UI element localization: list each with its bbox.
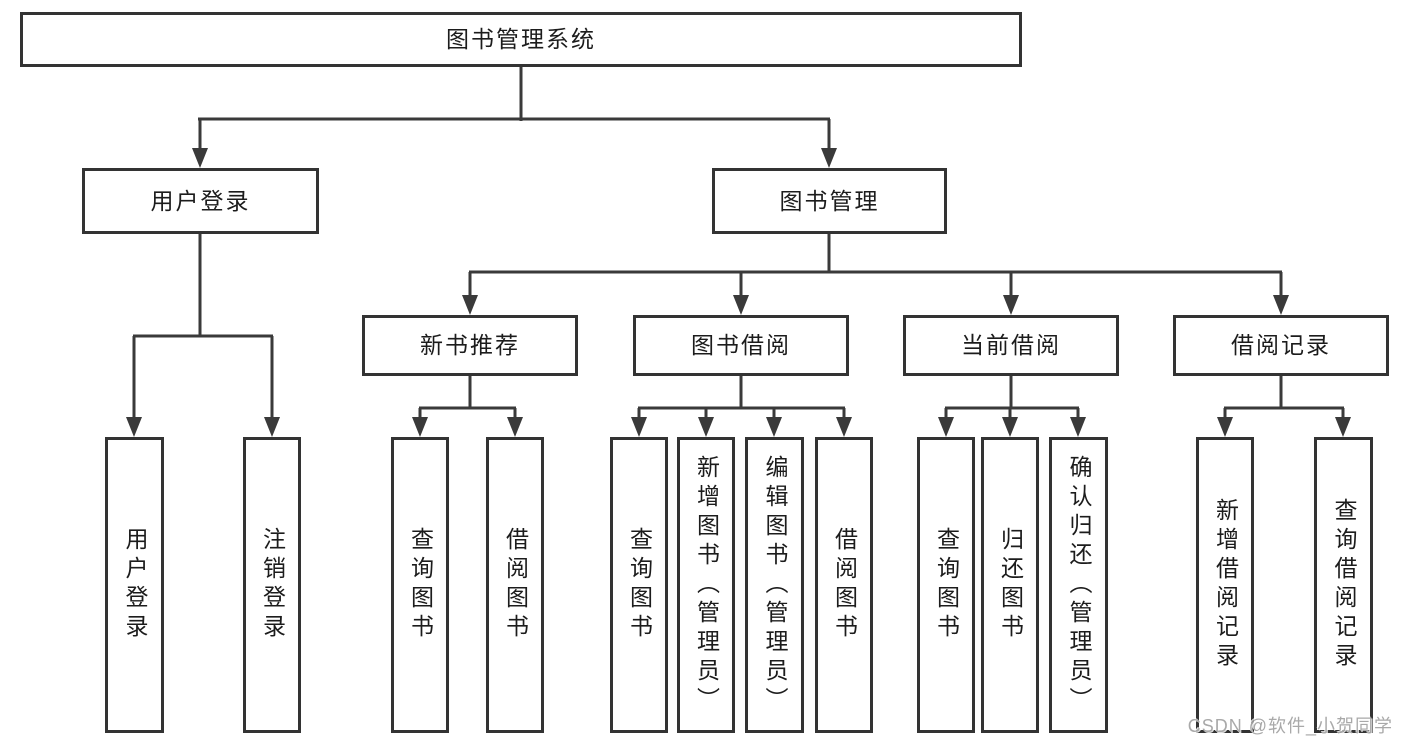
node-book-management-system: 图书管理系统 [20,12,1022,67]
leaf-confirm-return-admin: 确认归还（管理员） [1049,437,1108,733]
arrow-icon [836,417,852,437]
leaf-borrow-books-recommend: 借阅图书 [486,437,544,733]
arrow-icon [192,148,208,168]
node-user-login-group: 用户登录 [82,168,319,234]
arrow-icon [1070,417,1086,437]
arrow-icon [126,417,142,437]
arrow-icon [1003,295,1019,315]
arrow-icon [698,417,714,437]
leaf-logout: 注销登录 [243,437,301,733]
arrowheads [126,148,1351,437]
node-book-borrowing: 图书借阅 [633,315,849,376]
leaf-return-book: 归还图书 [981,437,1039,733]
arrow-icon [412,417,428,437]
leaf-edit-book-admin: 编辑图书（管理员） [745,437,804,733]
arrow-icon [1335,417,1351,437]
arrow-icon [733,295,749,315]
node-current-borrowing: 当前借阅 [903,315,1119,376]
node-new-book-recommendation: 新书推荐 [362,315,578,376]
arrow-icon [1273,295,1289,315]
arrow-icon [1217,417,1233,437]
leaf-query-books-borrowing: 查询图书 [610,437,668,733]
node-book-management-group: 图书管理 [712,168,947,234]
leaf-query-books-current: 查询图书 [917,437,975,733]
arrow-icon [938,417,954,437]
leaf-query-books-recommend: 查询图书 [391,437,449,733]
node-borrowing-records: 借阅记录 [1173,315,1389,376]
arrow-icon [264,417,280,437]
leaf-add-borrow-record: 新增借阅记录 [1196,437,1254,733]
arrow-icon [507,417,523,437]
arrow-icon [462,295,478,315]
leaf-add-book-admin: 新增图书（管理员） [677,437,735,733]
arrow-icon [821,148,837,168]
leaf-user-login: 用户登录 [105,437,164,733]
tree-edges [132,67,1345,421]
watermark-text: CSDN @软件_小贺同学 [1187,716,1393,736]
leaf-borrow-books-borrowing: 借阅图书 [815,437,873,733]
arrow-icon [766,417,782,437]
leaf-query-borrow-record: 查询借阅记录 [1314,437,1373,733]
arrow-icon [1002,417,1018,437]
arrow-icon [631,417,647,437]
